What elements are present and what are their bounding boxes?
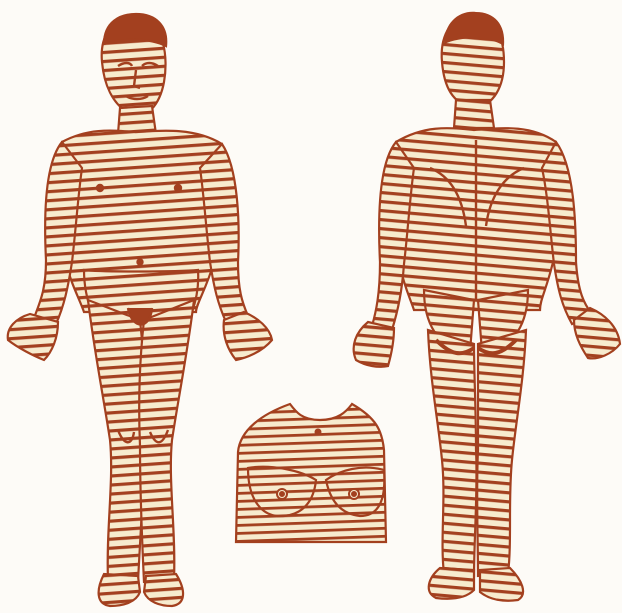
back-right-hand bbox=[574, 308, 620, 358]
front-left-arm bbox=[34, 142, 82, 324]
front-right-hand bbox=[224, 312, 272, 360]
back-right-leg bbox=[477, 330, 526, 576]
front-left-leg bbox=[88, 300, 145, 582]
back-neck bbox=[454, 100, 494, 128]
front-right-arm bbox=[200, 144, 248, 322]
back-left-leg bbox=[428, 330, 477, 576]
front-right-foot bbox=[144, 574, 183, 606]
back-male-figure bbox=[354, 16, 620, 601]
front-right-leg bbox=[139, 300, 194, 582]
front-neck bbox=[118, 106, 156, 134]
back-right-foot bbox=[480, 568, 523, 601]
back-left-foot bbox=[429, 568, 474, 599]
back-left-hand bbox=[354, 322, 394, 367]
front-left-hand bbox=[8, 314, 58, 360]
female-torso-inset bbox=[236, 404, 386, 542]
back-left-arm bbox=[372, 142, 414, 330]
front-left-foot bbox=[99, 574, 140, 606]
